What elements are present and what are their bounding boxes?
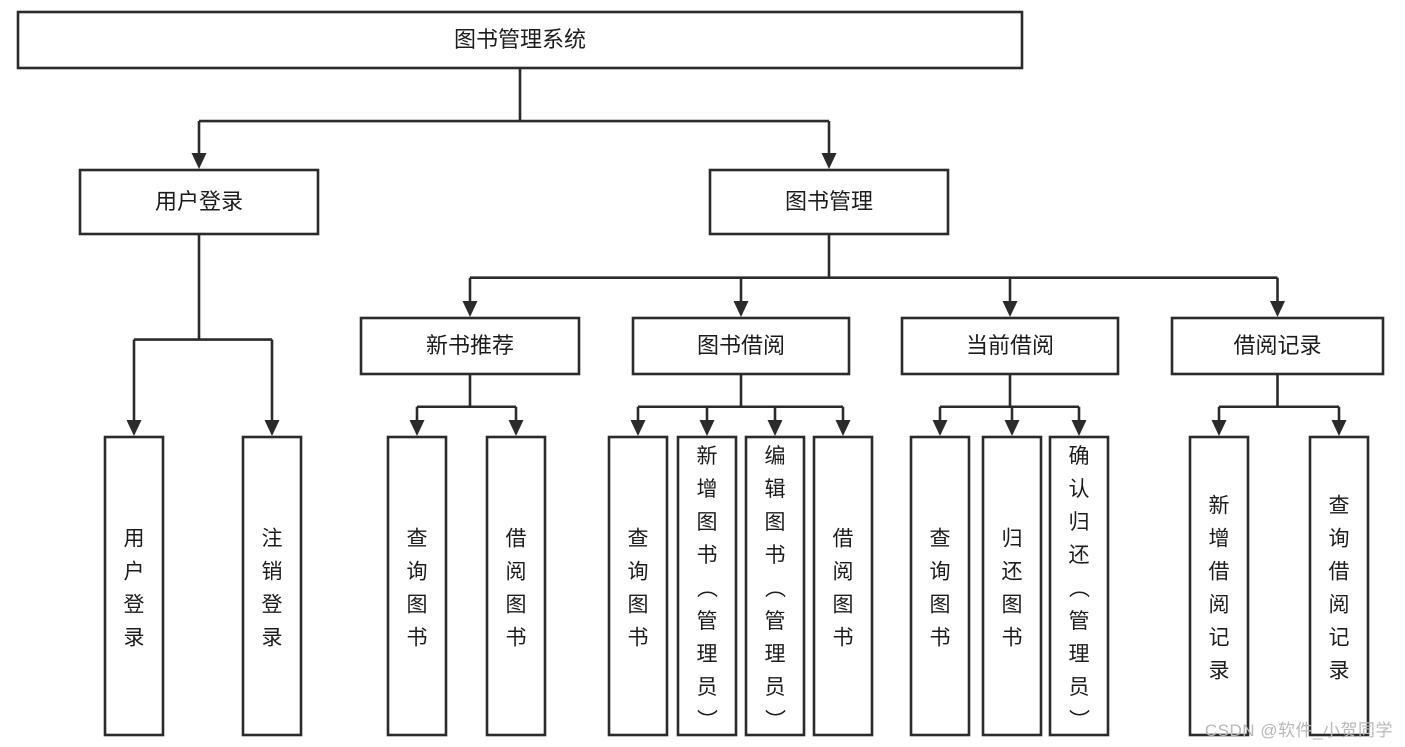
node-leaf-bk-add[interactable]: 新增图书（管理员）: [676, 435, 738, 737]
node-leaf-cur-return[interactable]: 归还图书: [981, 435, 1043, 737]
node-root[interactable]: 图书管理系统: [16, 10, 1024, 70]
node-box[interactable]: [1188, 435, 1250, 737]
node-label: 图书借阅: [697, 333, 785, 358]
node-box[interactable]: [103, 435, 165, 737]
node-box[interactable]: [16, 10, 1024, 70]
node-label: 查询图书: [930, 528, 951, 650]
arrow-head-icon: [835, 420, 851, 436]
node-box[interactable]: [909, 435, 971, 737]
arrow-head-icon: [126, 420, 142, 436]
node-label: 用户登录: [155, 189, 243, 214]
arrow-head-icon: [264, 420, 280, 436]
edge-group-newbook: [409, 374, 524, 436]
node-label: 归还图书: [1002, 528, 1023, 650]
node-leaf-cur-confirm[interactable]: 确认归还（管理员）: [1048, 435, 1110, 737]
node-leaf-nb-borrow[interactable]: 借阅图书: [485, 435, 547, 737]
node-label: 查询借阅记录: [1329, 495, 1350, 683]
node-bookmgmt[interactable]: 图书管理: [708, 168, 950, 236]
arrow-head-icon: [932, 420, 948, 436]
arrow-head-icon: [699, 420, 715, 436]
edge-group-bookmgmt: [462, 234, 1285, 317]
node-borrow[interactable]: 图书借阅: [631, 316, 851, 376]
arrow-head-icon: [1002, 301, 1018, 317]
edges-layer: [126, 68, 1347, 436]
node-label: 图书管理系统: [454, 27, 586, 52]
node-box[interactable]: [981, 435, 1043, 737]
node-box[interactable]: [744, 435, 806, 737]
node-leaf-nb-query[interactable]: 查询图书: [386, 435, 448, 737]
node-leaf-user-logout[interactable]: 注销登录: [241, 435, 303, 737]
arrow-head-icon: [191, 153, 207, 169]
node-box[interactable]: [812, 435, 874, 737]
node-label: 借阅图书: [506, 528, 527, 650]
arrow-head-icon: [462, 301, 478, 317]
node-leaf-cur-query[interactable]: 查询图书: [909, 435, 971, 737]
node-login[interactable]: 用户登录: [78, 168, 320, 236]
arrow-head-icon: [1071, 420, 1087, 436]
node-box[interactable]: [708, 168, 950, 236]
node-label: 确认归还（管理员）: [1069, 445, 1091, 732]
node-box[interactable]: [900, 316, 1120, 376]
nodes-layer: 图书管理系统用户登录图书管理新书推荐图书借阅当前借阅借阅记录用户登录注销登录查询…: [16, 10, 1385, 737]
node-label: 用户登录: [124, 528, 145, 650]
node-label: 借阅记录: [1233, 333, 1321, 358]
node-label: 新增图书（管理员）: [697, 445, 719, 732]
node-leaf-rec-query[interactable]: 查询借阅记录: [1308, 435, 1370, 737]
arrow-head-icon: [508, 420, 524, 436]
edge-group-current: [932, 374, 1087, 436]
node-label: 注销登录: [262, 528, 283, 650]
arrow-head-icon: [1211, 420, 1227, 436]
node-label: 查询图书: [407, 528, 428, 650]
node-box[interactable]: [1170, 316, 1385, 376]
node-box[interactable]: [386, 435, 448, 737]
arrow-head-icon: [1331, 420, 1347, 436]
csdn-watermark: CSDN @软件_小贺同学: [1204, 721, 1393, 740]
arrow-head-icon: [733, 301, 749, 317]
arrow-head-icon: [1004, 420, 1020, 436]
arrow-head-icon: [630, 420, 646, 436]
node-box[interactable]: [607, 435, 669, 737]
node-box[interactable]: [676, 435, 738, 737]
node-newbook[interactable]: 新书推荐: [359, 316, 581, 376]
node-label: 新增借阅记录: [1209, 495, 1230, 683]
node-box[interactable]: [631, 316, 851, 376]
node-box[interactable]: [78, 168, 320, 236]
node-label: 查询图书: [628, 528, 649, 650]
node-records[interactable]: 借阅记录: [1170, 316, 1385, 376]
arrow-head-icon: [1270, 301, 1285, 317]
edge-group-records: [1211, 374, 1347, 436]
node-leaf-rec-add[interactable]: 新增借阅记录: [1188, 435, 1250, 737]
edge-group-borrow: [630, 374, 851, 436]
arrow-head-icon: [821, 153, 837, 169]
node-leaf-bk-query[interactable]: 查询图书: [607, 435, 669, 737]
node-leaf-bk-borrow[interactable]: 借阅图书: [812, 435, 874, 737]
node-label: 当前借阅: [966, 333, 1054, 358]
node-label: 图书管理: [785, 189, 873, 214]
node-leaf-bk-edit[interactable]: 编辑图书（管理员）: [744, 435, 806, 737]
edge-group-login: [126, 234, 280, 436]
node-label: 编辑图书（管理员）: [765, 445, 787, 732]
arrow-head-icon: [767, 420, 783, 436]
node-label: 借阅图书: [833, 528, 854, 650]
node-box[interactable]: [485, 435, 547, 737]
node-current[interactable]: 当前借阅: [900, 316, 1120, 376]
node-box[interactable]: [359, 316, 581, 376]
node-box[interactable]: [241, 435, 303, 737]
node-label: 新书推荐: [426, 333, 514, 358]
node-box[interactable]: [1048, 435, 1110, 737]
edge-group-root: [191, 68, 837, 169]
node-box[interactable]: [1308, 435, 1370, 737]
arrow-head-icon: [409, 420, 425, 436]
node-leaf-user-login[interactable]: 用户登录: [103, 435, 165, 737]
